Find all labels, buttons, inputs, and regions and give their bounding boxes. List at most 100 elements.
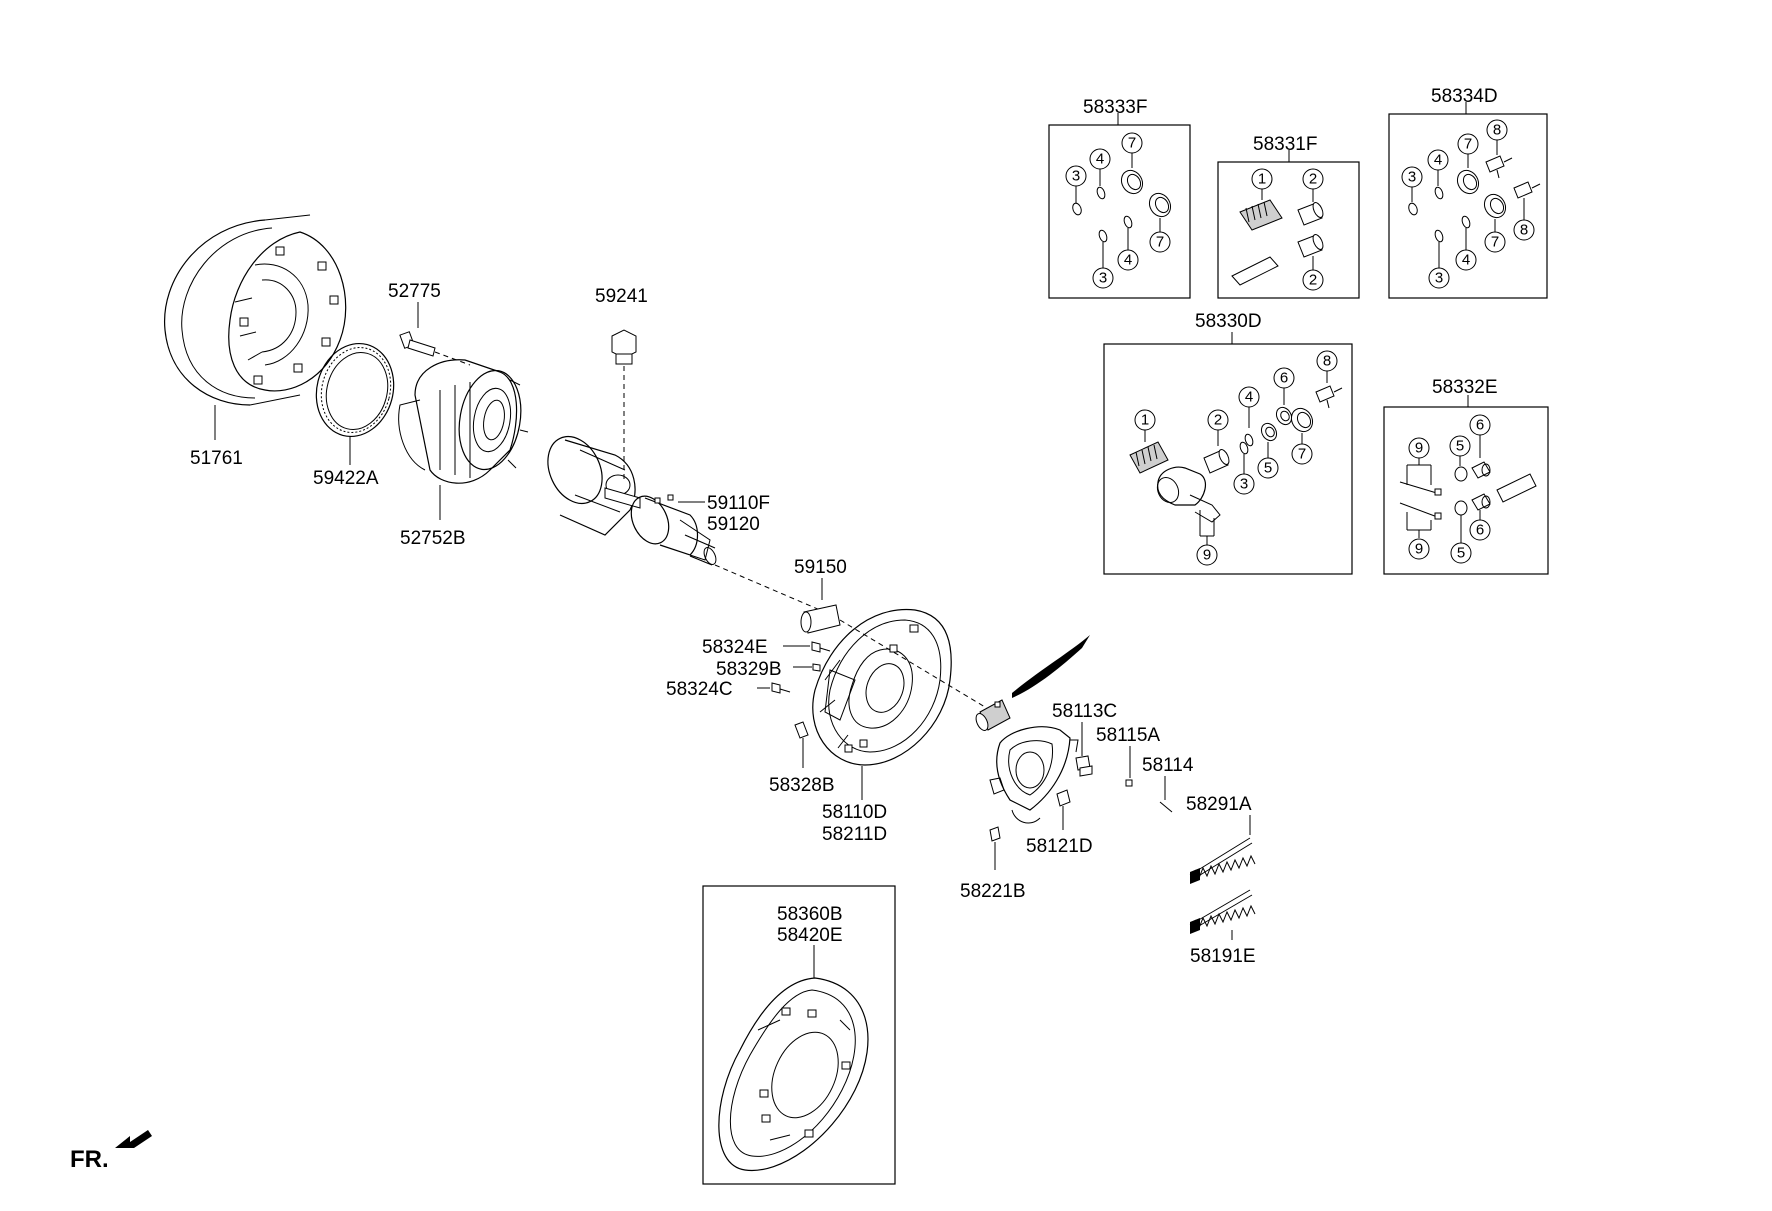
svg-text:2: 2	[1214, 412, 1222, 429]
kit-58331F-item: 1	[1239, 168, 1283, 231]
label-58360B: 58360B	[777, 904, 843, 925]
plug-part[interactable]	[611, 329, 637, 480]
pin-58115A-part[interactable]	[1125, 746, 1133, 787]
label-58114: 58114	[1142, 755, 1194, 776]
label-58329B: 58329B	[716, 659, 782, 680]
svg-text:7: 7	[1491, 234, 1499, 251]
svg-text:9: 9	[1415, 440, 1423, 457]
return-spring-58291A-part[interactable]	[1189, 815, 1256, 884]
kit-58332E-item: 6	[1469, 493, 1491, 541]
kit-box-58360B	[702, 885, 896, 1185]
brake-shoe-part[interactable]	[989, 726, 1079, 824]
abs-tone-ring-part[interactable]	[306, 335, 404, 465]
svg-text:9: 9	[1203, 547, 1211, 564]
svg-text:6: 6	[1476, 522, 1484, 539]
label-52752B: 52752B	[400, 528, 466, 549]
kit-58331F[interactable]: 58331F 1 2 2	[1217, 134, 1360, 299]
bolt-58324C-part[interactable]	[757, 682, 791, 694]
pin-58221B-part[interactable]	[989, 826, 1001, 870]
kit-58331F-title: 58331F	[1253, 134, 1317, 155]
svg-text:5: 5	[1264, 460, 1272, 477]
svg-text:9: 9	[1415, 541, 1423, 558]
svg-text:2: 2	[1309, 171, 1317, 188]
svg-text:4: 4	[1096, 151, 1104, 168]
svg-text:6: 6	[1476, 417, 1484, 434]
label-58211D: 58211D	[822, 824, 887, 845]
svg-text:1: 1	[1141, 412, 1149, 429]
wheel-cylinder-part[interactable]	[974, 635, 1090, 732]
kit-58332E-item: 5	[1450, 500, 1472, 564]
svg-text:7: 7	[1464, 136, 1472, 153]
backing-plate-part[interactable]	[812, 608, 952, 800]
washer-58329B-part[interactable]	[793, 663, 821, 672]
label-58121D: 58121D	[1026, 836, 1093, 857]
kit-58334D[interactable]: 58334D 3 4 7 8 7	[1388, 86, 1548, 299]
kit-58330D-item: 9	[1156, 466, 1221, 566]
bushing-part[interactable]	[800, 578, 991, 711]
kit-58333F-item: 7	[1148, 192, 1172, 253]
svg-text:6: 6	[1280, 370, 1288, 387]
kit-58334D-item: 3	[1428, 229, 1450, 289]
svg-text:4: 4	[1434, 152, 1442, 169]
brake-actuator-part[interactable]	[538, 428, 641, 536]
label-58324E: 58324E	[702, 637, 768, 658]
svg-text:2: 2	[1309, 272, 1317, 289]
svg-text:4: 4	[1462, 252, 1470, 269]
label-59150: 59150	[794, 557, 847, 578]
svg-text:4: 4	[1124, 252, 1132, 269]
kit-58332E-item: 5	[1449, 435, 1471, 482]
kit-58333F-item: 4	[1117, 215, 1139, 271]
brake-drum-part[interactable]	[164, 214, 347, 440]
kit-58330D-item: 2	[1203, 409, 1230, 474]
label-58115A: 58115A	[1096, 725, 1160, 746]
svg-text:3: 3	[1240, 476, 1248, 493]
label-58328B: 58328B	[769, 775, 835, 796]
label-59241: 59241	[595, 286, 648, 307]
nut-58121D-part[interactable]	[1056, 789, 1071, 830]
clip-58328B-part[interactable]	[794, 721, 809, 768]
label-58324C: 58324C	[666, 679, 733, 700]
kit-58334D-title: 58334D	[1431, 86, 1498, 107]
kit-58330D-item: 7	[1290, 407, 1314, 465]
front-direction-label: FR.	[70, 1146, 109, 1173]
spring-58114-part[interactable]	[1159, 776, 1173, 813]
grease-tube-icon	[1231, 256, 1279, 286]
label-58291A: 58291A	[1186, 794, 1252, 815]
svg-text:8: 8	[1493, 122, 1501, 139]
label-58420E: 58420E	[777, 925, 843, 946]
svg-text:1: 1	[1258, 171, 1266, 188]
kit-58332E-item: 9	[1399, 502, 1442, 560]
kit-58334D-item: 7	[1483, 193, 1507, 253]
svg-text:8: 8	[1520, 222, 1528, 239]
kit-58333F[interactable]: 58333F 3 4 7 7 3	[1048, 97, 1191, 299]
label-58191E: 58191E	[1190, 946, 1256, 967]
kit-58334D-item: 7	[1456, 133, 1480, 195]
kit-58333F-item: 3	[1065, 165, 1087, 216]
adjuster-58113C-part[interactable]	[1075, 722, 1093, 777]
svg-text:5: 5	[1457, 545, 1465, 562]
kit-58332E[interactable]: 58332E 9 5 6 9	[1383, 377, 1549, 575]
svg-text:3: 3	[1072, 168, 1080, 185]
label-58221B: 58221B	[960, 881, 1026, 902]
bolt-58324E-part[interactable]	[783, 641, 831, 653]
kit-58333F-item: 7	[1120, 132, 1144, 195]
wheel-hub-part[interactable]	[398, 359, 529, 520]
kit-58332E-title: 58332E	[1432, 377, 1498, 398]
cam-shaft-part[interactable]	[624, 490, 821, 611]
return-spring-58191E-part[interactable]	[1189, 889, 1256, 940]
kit-58330D[interactable]: 58330D 1 2 4 6 8	[1103, 311, 1353, 575]
label-59120: 59120	[707, 514, 760, 535]
hub-bolt-part[interactable]	[399, 302, 471, 366]
kit-58334D-item: 8	[1485, 119, 1513, 179]
svg-text:3: 3	[1099, 270, 1107, 287]
kit-58334D-item: 8	[1513, 181, 1541, 241]
kit-58333F-item: 3	[1092, 229, 1114, 289]
label-52775: 52775	[388, 281, 441, 302]
kit-58333F-title: 58333F	[1083, 97, 1147, 118]
svg-text:7: 7	[1298, 446, 1306, 463]
label-58110D: 58110D	[822, 802, 887, 823]
svg-text:4: 4	[1245, 389, 1253, 406]
shoe-lining-kit-part[interactable]	[718, 945, 869, 1172]
kit-58331F-item: 2	[1297, 234, 1324, 291]
